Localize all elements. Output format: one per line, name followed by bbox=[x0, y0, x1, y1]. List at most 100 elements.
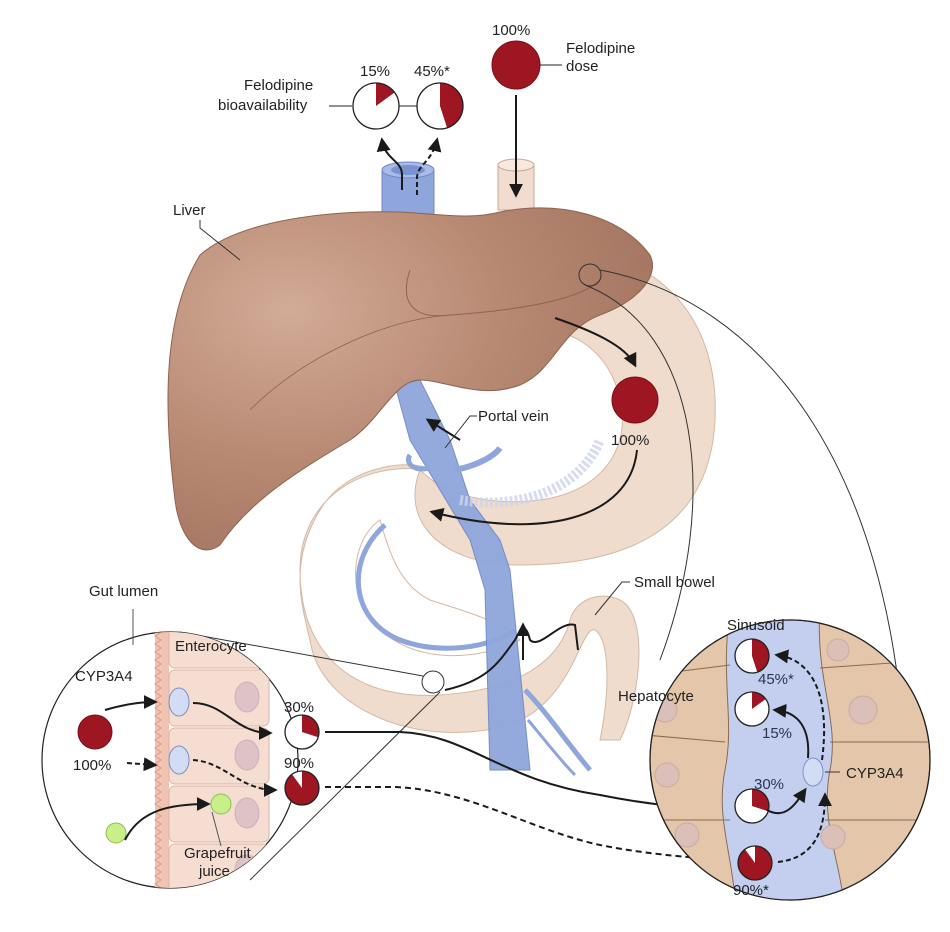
gut-out-grapefruit-pct: 90% bbox=[284, 755, 314, 772]
label-sinusoid: Sinusoid bbox=[727, 617, 785, 634]
label-grapefruit-2: juice bbox=[198, 863, 230, 880]
pie-outline bbox=[737, 845, 773, 881]
label-small-bowel: Small bowel bbox=[634, 574, 715, 591]
portal-flow-arrow bbox=[425, 418, 461, 441]
mesenteric-branch bbox=[523, 688, 592, 772]
gut-absorb-arrow-grapefruit bbox=[126, 757, 158, 772]
bioavailability-arrow-normal bbox=[376, 137, 403, 190]
nucleus bbox=[654, 762, 680, 788]
pie-slice-drug bbox=[440, 83, 463, 128]
mesenteric-branch bbox=[526, 719, 577, 777]
pie-gut-out-grapefruit bbox=[284, 770, 320, 806]
pie-gut-out-normal bbox=[284, 714, 320, 750]
small-bowel bbox=[299, 464, 640, 741]
pie-bioavailability-normal bbox=[352, 82, 400, 130]
liver-to-cyp-arrow bbox=[766, 787, 807, 815]
bowel-zoom-marker bbox=[421, 670, 445, 694]
pie-bioavailability-grapefruit bbox=[416, 82, 464, 130]
enterocyte-exit-arrow-grapefruit bbox=[192, 759, 278, 797]
label-liver: Liver bbox=[173, 202, 206, 219]
pie-outline bbox=[734, 638, 770, 674]
portal-vein-leader bbox=[444, 415, 477, 449]
pie-liver-in-normal bbox=[734, 788, 770, 824]
grapefruit-juice-particle bbox=[210, 793, 232, 815]
sinusoid bbox=[722, 620, 845, 900]
hepatic-vein-outlet bbox=[381, 161, 435, 216]
liver-out-grapefruit-pct: 45%* bbox=[758, 671, 794, 688]
gut-out-normal-pct: 30% bbox=[284, 699, 314, 716]
gastric-vein bbox=[459, 437, 605, 508]
gut-drug-dot bbox=[77, 714, 113, 750]
bioavail-grapefruit-pct: 45%* bbox=[414, 63, 450, 80]
liver-in-normal-pct: 30% bbox=[754, 776, 784, 793]
liver-out-normal-pct: 15% bbox=[762, 725, 792, 742]
nucleus bbox=[848, 695, 878, 725]
cyp3a4-enzyme-liver bbox=[802, 757, 824, 787]
cyp3a4-enzyme-gut bbox=[168, 687, 190, 717]
dose-pct: 100% bbox=[492, 22, 530, 39]
liver bbox=[167, 207, 653, 551]
liver-zoom-marker bbox=[578, 263, 602, 287]
liver-zoom-connector bbox=[599, 269, 906, 761]
stomach-to-bowel-arrow bbox=[429, 449, 638, 526]
label-dose-1: Felodipine bbox=[566, 40, 635, 57]
pie-outline bbox=[734, 691, 770, 727]
liver-leader bbox=[199, 220, 241, 261]
label-cyp3a4-liver: CYP3A4 bbox=[846, 765, 904, 782]
label-bioavailability-1: Felodipine bbox=[244, 77, 313, 94]
nucleus bbox=[234, 797, 260, 829]
stomach-pct: 100% bbox=[611, 432, 649, 449]
bioavailability-arrow-grapefruit bbox=[416, 137, 442, 195]
enterocyte-exit-arrow bbox=[192, 702, 273, 740]
liver-zoom-connector bbox=[584, 284, 694, 661]
portal-vein-branch bbox=[454, 446, 503, 473]
cyp-to-sinusoid-arrow bbox=[772, 703, 810, 759]
pie-outline bbox=[734, 788, 770, 824]
liver-inset bbox=[649, 619, 931, 901]
grapefruit-inhibit-arrow bbox=[124, 797, 211, 841]
label-hepatocyte: Hepatocyte bbox=[618, 688, 694, 705]
stomach-drug-dot bbox=[611, 376, 659, 424]
liver-in-grapefruit-pct: 90%* bbox=[733, 882, 769, 899]
label-portal-vein: Portal vein bbox=[478, 408, 549, 425]
felodipine-dose-dot bbox=[491, 40, 541, 90]
pie-slice-drug bbox=[285, 771, 319, 806]
label-gut-lumen: Gut lumen bbox=[89, 583, 158, 600]
label-enterocyte: Enterocyte bbox=[175, 638, 247, 655]
nucleus bbox=[826, 638, 850, 662]
nucleus bbox=[820, 824, 846, 850]
liver-lobe-line bbox=[405, 269, 601, 317]
bioavail-normal-pct: 15% bbox=[360, 63, 390, 80]
liver-to-stomach-arrow bbox=[554, 317, 637, 368]
brush-border bbox=[155, 632, 169, 888]
pie-slice-drug bbox=[376, 83, 395, 106]
nucleus bbox=[234, 681, 260, 713]
pie-slice-drug bbox=[752, 789, 769, 812]
pie-outline bbox=[284, 714, 320, 750]
nucleus bbox=[234, 739, 260, 771]
pie-liver-in-grapefruit bbox=[737, 845, 773, 881]
portal-vein-branch bbox=[405, 453, 431, 472]
label-bioavailability-2: bioavailability bbox=[218, 97, 308, 114]
gut-absorb-arrow bbox=[104, 695, 158, 711]
pie-outline bbox=[284, 770, 320, 806]
nucleus bbox=[674, 822, 700, 848]
bowel-zoom-connector bbox=[179, 631, 424, 677]
label-grapefruit-1: Grapefruit bbox=[184, 845, 252, 862]
label-dose-2: dose bbox=[566, 58, 599, 75]
liver-lobe-line bbox=[249, 314, 451, 411]
label-cyp3a4-gut: CYP3A4 bbox=[75, 668, 133, 685]
pie-slice-drug bbox=[738, 846, 772, 880]
pie-slice-drug bbox=[302, 714, 319, 738]
cyp3a4-enzyme-gut bbox=[168, 745, 190, 775]
mesenteric-vessels bbox=[355, 523, 517, 651]
pie-liver-out-normal bbox=[734, 691, 770, 727]
grapefruit-leader bbox=[211, 811, 222, 847]
small-bowel-leader bbox=[594, 581, 630, 616]
pie-slice-drug bbox=[752, 639, 769, 673]
hepatocyte-borders bbox=[650, 659, 930, 821]
portal-vein bbox=[394, 379, 531, 771]
liver-grapefruit-to-cyp-arrow bbox=[777, 792, 832, 863]
gut-input-pct: 100% bbox=[73, 757, 111, 774]
